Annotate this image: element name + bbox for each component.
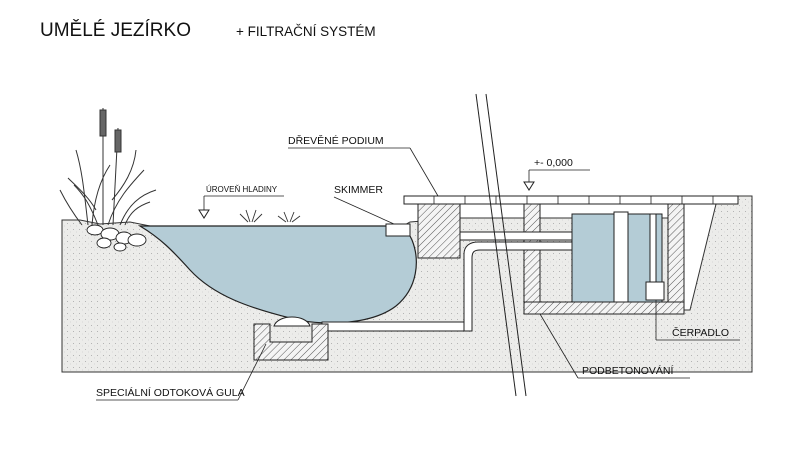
drain-dome xyxy=(273,316,311,327)
skimmer-label: SKIMMER xyxy=(334,184,383,196)
pump-unit xyxy=(645,281,665,301)
pipe-drain-horizontal xyxy=(321,321,473,332)
pipe-drain-riser xyxy=(463,241,573,332)
wooden-deck-label: DŘEVĚNÉ PODIUM xyxy=(288,134,384,147)
concrete-base-label: PODBETONOVÁNÍ xyxy=(582,364,673,377)
deck-planks xyxy=(433,196,714,204)
small-plants xyxy=(239,209,301,223)
filter-insert xyxy=(613,211,629,303)
deck-support-wall xyxy=(417,203,461,259)
skimmer-box xyxy=(385,223,411,237)
reed-plants xyxy=(59,108,157,226)
pump-label: ČERPADLO xyxy=(672,326,729,339)
diagram-title: UMĚLÉ JEZÍRKO xyxy=(40,19,191,41)
drain-pit xyxy=(253,323,329,361)
wooden-deck xyxy=(403,195,739,205)
deck-leader-diagonal xyxy=(409,147,439,197)
filter-floor xyxy=(523,301,685,315)
drain-leader-1 xyxy=(237,343,267,401)
water-level-marker xyxy=(198,209,210,219)
diagram-subtitle: + FILTRAČNÍ SYSTÉM xyxy=(236,24,376,39)
water-level-label: ÚROVEŇ HLADINY xyxy=(206,185,278,194)
pump-pipe xyxy=(649,213,657,285)
pipe-skimmer-to-filter xyxy=(459,231,573,241)
filter-wall-left xyxy=(523,203,541,315)
concrete-leader-1 xyxy=(539,313,579,379)
edge-stones xyxy=(86,224,147,252)
break-lines xyxy=(475,93,527,397)
elevation-label: +- 0,000 xyxy=(534,157,573,169)
elevation-marker xyxy=(523,181,535,191)
drain-label: SPECIÁLNÍ ODTOKOVÁ GULA xyxy=(96,386,245,399)
skimmer-leader xyxy=(333,196,395,225)
filter-wall-right xyxy=(667,203,685,315)
